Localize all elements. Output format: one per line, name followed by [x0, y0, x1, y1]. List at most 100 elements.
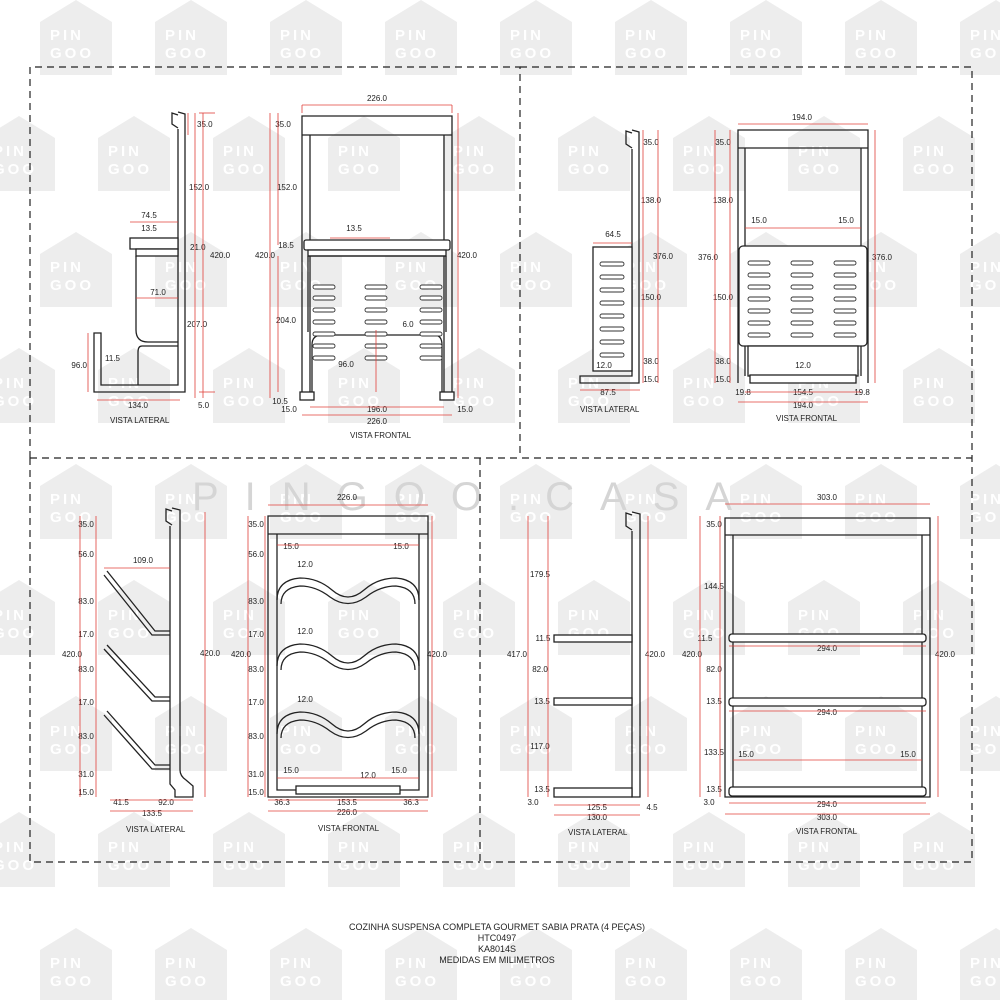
watermark-line1: PIN	[683, 143, 717, 160]
watermark-line1: PIN	[0, 607, 27, 624]
dimension-label: 82.0	[532, 665, 548, 674]
vent-slot	[312, 295, 336, 301]
dimension-label: 87.5	[600, 388, 616, 397]
dimension-label: 17.0	[248, 630, 264, 639]
center-watermark: PINGOO.CASA	[192, 475, 758, 519]
watermark-tile: PINGOO	[0, 580, 55, 655]
vent-slot	[747, 272, 771, 278]
vent-slot	[419, 319, 443, 325]
watermark-tile: PINGOO	[845, 464, 917, 539]
watermark-line2: GOO	[970, 741, 1000, 758]
watermark-line1: PIN	[970, 955, 1000, 972]
watermark-line2: GOO	[0, 625, 37, 642]
watermark-line2: GOO	[798, 161, 842, 178]
watermark-line2: GOO	[395, 973, 439, 990]
watermark-line1: PIN	[338, 607, 372, 624]
dimension-label: 82.0	[706, 665, 722, 674]
watermark-tile: PINGOO	[558, 116, 630, 191]
watermark-line2: GOO	[223, 393, 267, 410]
dimension-label: 96.0	[71, 361, 87, 370]
dimension-label: 56.0	[248, 550, 264, 559]
watermark-line1: PIN	[280, 723, 314, 740]
dimension-label: 204.0	[276, 316, 297, 325]
vent-slot	[747, 260, 771, 266]
dimension-label: 15.0	[715, 375, 731, 384]
vent-slot	[599, 287, 625, 293]
dimension-label: 38.0	[715, 357, 731, 366]
watermark-line2: GOO	[970, 509, 1000, 526]
watermark-line1: PIN	[798, 143, 832, 160]
watermark-line2: GOO	[338, 857, 382, 874]
vent-slot	[419, 355, 443, 361]
watermark-line2: GOO	[50, 509, 94, 526]
dimension-label: 3.0	[527, 798, 539, 807]
dimension-label: 152.0	[277, 183, 298, 192]
vent-slot	[599, 339, 625, 345]
watermark-line1: PIN	[683, 375, 717, 392]
watermark-tile: PINGOO	[40, 0, 112, 75]
watermark-line2: GOO	[568, 393, 612, 410]
watermark-line2: GOO	[970, 277, 1000, 294]
watermark-tile: PINGOO	[98, 580, 170, 655]
watermark-tile: PINGOO	[213, 116, 285, 191]
watermark-line2: GOO	[740, 45, 784, 62]
watermark-line1: PIN	[510, 955, 544, 972]
watermark-line1: PIN	[395, 259, 429, 276]
watermark-line1: PIN	[970, 27, 1000, 44]
vent-slot	[599, 352, 625, 358]
watermark-tile: PINGOO	[40, 928, 112, 1000]
dimension-label: 13.5	[706, 785, 722, 794]
dimension-label: 19.8	[735, 388, 751, 397]
watermark-tile: PINGOO	[730, 0, 802, 75]
title-block: COZINHA SUSPENSA COMPLETA GOURMET SABIA …	[349, 922, 645, 965]
watermark-tile: PINGOO	[443, 116, 515, 191]
watermark-line2: GOO	[625, 741, 669, 758]
watermark-line1: PIN	[0, 375, 27, 392]
watermark-line2: GOO	[223, 857, 267, 874]
watermark-line1: PIN	[453, 375, 487, 392]
dimension-label: 5.0	[198, 401, 210, 410]
dimension-label: 134.0	[128, 401, 149, 410]
watermark-line2: GOO	[108, 161, 152, 178]
product-code-1: HTC0497	[478, 933, 517, 943]
vent-slot	[599, 326, 625, 332]
watermark-line1: PIN	[510, 491, 544, 508]
watermark-line2: GOO	[0, 393, 37, 410]
dimension-label: 152.0	[189, 183, 210, 192]
watermark-line2: GOO	[280, 277, 324, 294]
dimension-label: 417.0	[507, 650, 528, 659]
watermark-line1: PIN	[740, 955, 774, 972]
watermark-line1: PIN	[50, 955, 84, 972]
dimension-label: 35.0	[248, 520, 264, 529]
watermark-tile: PINGOO	[500, 0, 572, 75]
dimension-label: 15.0	[738, 750, 754, 759]
dimension-label: 92.0	[158, 798, 174, 807]
dimension-label: 17.0	[248, 698, 264, 707]
dimension-label: 35.0	[706, 520, 722, 529]
watermark-tile: PINGOO	[385, 928, 457, 1000]
dimension-label: 15.0	[283, 542, 299, 551]
vent-slot	[790, 296, 814, 302]
watermark-line2: GOO	[0, 161, 37, 178]
dimension-label: 179.5	[530, 570, 551, 579]
vent-slot	[599, 261, 625, 267]
watermark-line1: PIN	[510, 259, 544, 276]
watermark-line1: PIN	[50, 491, 84, 508]
watermark-tile: PINGOO	[155, 928, 227, 1000]
watermark-tile: PINGOO	[615, 0, 687, 75]
watermark-line1: PIN	[798, 839, 832, 856]
vent-slot	[599, 300, 625, 306]
product-code-2: KA8014S	[478, 944, 516, 954]
dimension-label: 15.0	[643, 375, 659, 384]
watermark-line1: PIN	[223, 607, 257, 624]
dimension-label: 138.0	[641, 196, 662, 205]
dimension-label: 83.0	[78, 597, 94, 606]
dimension-label: 13.5	[534, 785, 550, 794]
vent-slot	[312, 307, 336, 313]
watermark-line1: PIN	[453, 607, 487, 624]
watermark-line2: GOO	[165, 277, 209, 294]
watermark-line1: PIN	[913, 375, 947, 392]
dimension-label: 3.0	[703, 798, 715, 807]
vent-slot	[833, 320, 857, 326]
